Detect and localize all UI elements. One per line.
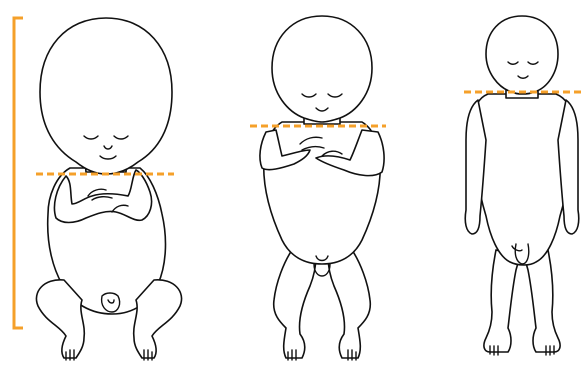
newborn-left-leg — [484, 250, 520, 352]
figure-mid-fetus — [260, 16, 384, 360]
figure-newborn — [465, 16, 579, 355]
mid-fetus-head — [272, 16, 372, 122]
newborn-head — [486, 16, 558, 94]
height-bracket — [14, 18, 23, 328]
figure-early-fetus — [36, 18, 181, 360]
mid-fetus-right-leg — [328, 250, 370, 358]
mid-fetus-left-leg — [274, 250, 316, 358]
newborn-torso — [474, 94, 573, 265]
early-fetus-head — [40, 18, 172, 174]
